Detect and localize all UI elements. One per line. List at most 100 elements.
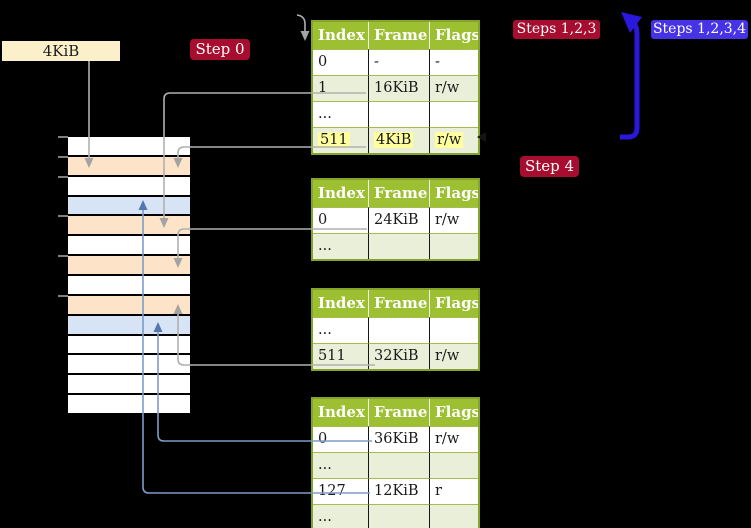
table-row: 511 4KiB r/w xyxy=(313,127,478,153)
table-row: ... xyxy=(313,317,478,343)
table-cell: 36KiB xyxy=(368,426,429,452)
table-cell xyxy=(429,504,478,528)
step0-badge: Step 0 xyxy=(190,39,250,60)
table-row: ... xyxy=(313,452,478,478)
table-cell: ... xyxy=(313,452,368,478)
memory-frame-row xyxy=(68,316,190,334)
table-cell xyxy=(368,504,429,528)
column-header: Flags xyxy=(429,22,478,49)
column-header: Index xyxy=(318,26,365,44)
memory-address-tick xyxy=(58,136,68,138)
table-cell: ... xyxy=(313,233,368,259)
table-row: ... xyxy=(313,233,478,259)
table-cell: 12KiB xyxy=(368,478,429,504)
steps-flow-arrowhead xyxy=(621,12,642,33)
memory-frame-row xyxy=(68,355,190,373)
table-cell: ... xyxy=(313,317,368,343)
column-header: Frame xyxy=(368,22,429,49)
steps123-badge: Steps 1,2,3 xyxy=(513,20,600,39)
column-header: Flags xyxy=(429,399,478,426)
highlighted-value: 4KiB xyxy=(374,132,414,148)
table-cell: - xyxy=(368,49,429,75)
table-cell: 0 xyxy=(313,426,368,452)
column-header: Frame xyxy=(368,399,429,426)
memory-address-tick xyxy=(58,295,68,297)
table-cell xyxy=(368,317,429,343)
table-cell xyxy=(429,317,478,343)
column-header: Flags xyxy=(429,290,478,317)
steps1234-badge: Steps 1,2,3,4 xyxy=(651,20,748,39)
register-arrow-fragment-arrowhead xyxy=(300,31,310,41)
memory-frame-row xyxy=(68,157,190,175)
memory-address-tick xyxy=(58,255,68,257)
table-cell: 24KiB xyxy=(368,207,429,233)
table-cell xyxy=(429,101,478,127)
column-header: Index xyxy=(318,294,365,312)
memory-address-tick xyxy=(58,176,68,178)
table-cell: 32KiB xyxy=(368,343,429,369)
table-cell xyxy=(429,233,478,259)
table-cell: 511 xyxy=(313,343,368,369)
memory-frame-row xyxy=(68,137,190,155)
steps-flow-arrow xyxy=(620,17,640,140)
table-cell: 511 xyxy=(313,127,368,153)
table-cell: r/w xyxy=(429,75,478,101)
table-cell: r/w xyxy=(429,343,478,369)
column-header: Index xyxy=(318,403,365,421)
column-header: Frame xyxy=(368,180,429,207)
step4-badge: Step 4 xyxy=(520,156,579,177)
register-arrow-fragment xyxy=(296,14,306,33)
memory-frame-row xyxy=(68,395,190,413)
table-cell: r xyxy=(429,478,478,504)
table-cell: ... xyxy=(313,101,368,127)
table-cell: ... xyxy=(313,504,368,528)
table-row: 0-- xyxy=(313,49,478,75)
table-cell xyxy=(368,233,429,259)
table-cell: 4KiB xyxy=(368,127,429,153)
table-cell: - xyxy=(429,49,478,75)
memory-frame-row xyxy=(68,216,190,234)
highlighted-value: 511 xyxy=(318,132,350,148)
table-cell: r/w xyxy=(429,426,478,452)
frame-size-label: 4KiB xyxy=(2,41,120,61)
memory-frame-row xyxy=(68,276,190,294)
memory-frame-row xyxy=(68,296,190,314)
column-header: Flags xyxy=(429,180,478,207)
column-header: Index xyxy=(318,184,365,202)
memory-address-tick xyxy=(58,156,68,158)
table-cell: r/w xyxy=(429,127,478,153)
table-cell xyxy=(368,101,429,127)
memory-frame-row xyxy=(68,375,190,393)
memory-frame-row xyxy=(68,256,190,274)
table-cell xyxy=(429,452,478,478)
column-header: Frame xyxy=(368,290,429,317)
memory-address-tick xyxy=(58,215,68,217)
table-cell: 16KiB xyxy=(368,75,429,101)
table-cell: 1 xyxy=(313,75,368,101)
table-cell xyxy=(368,452,429,478)
memory-frame-row xyxy=(68,336,190,353)
memory-frame-row xyxy=(68,177,190,195)
table-cell: 0 xyxy=(313,207,368,233)
highlighted-value: r/w xyxy=(435,132,464,148)
table-row: ... xyxy=(313,101,478,127)
table-cell: 0 xyxy=(313,49,368,75)
table-cell: 127 xyxy=(313,478,368,504)
table-row: ... xyxy=(313,504,478,528)
memory-frame-row xyxy=(68,236,190,254)
table-cell: r/w xyxy=(429,207,478,233)
